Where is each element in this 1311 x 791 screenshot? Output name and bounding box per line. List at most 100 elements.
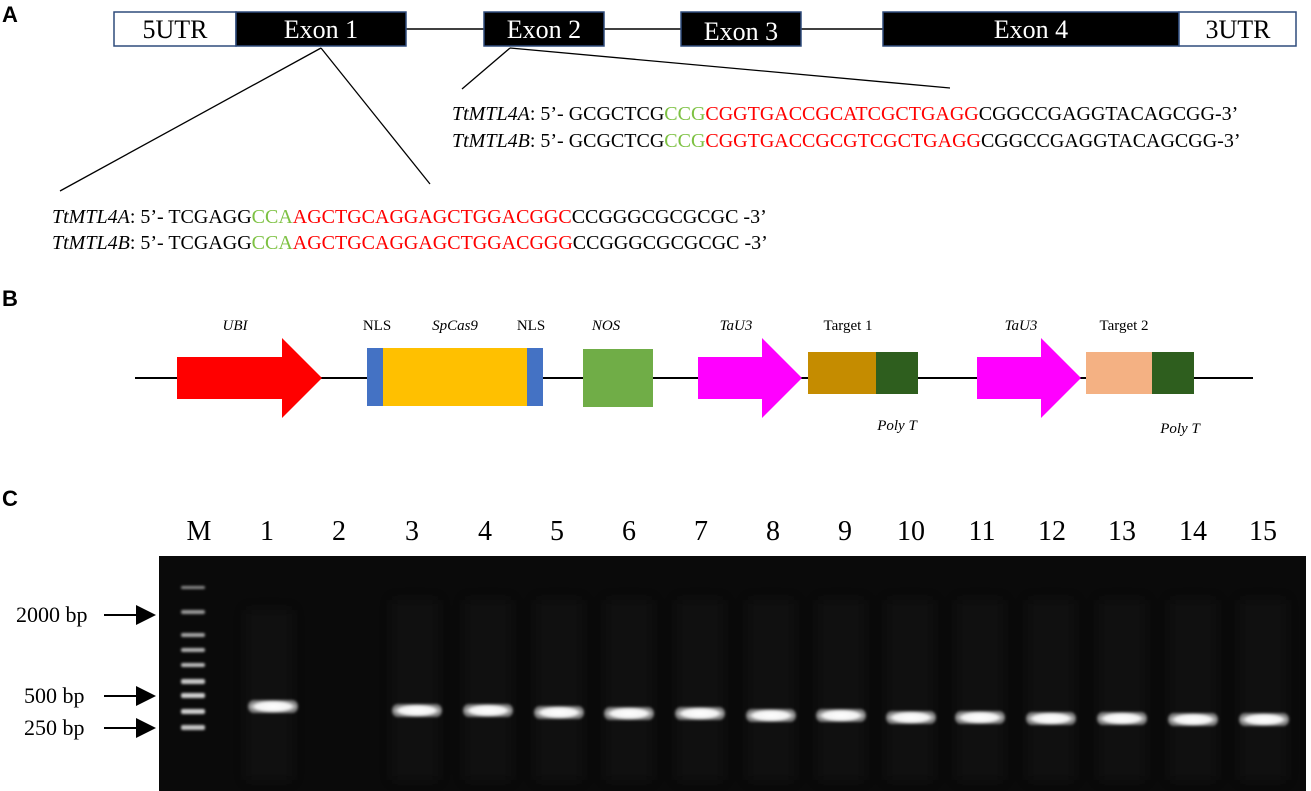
exon2-box: Exon 2 [483, 11, 605, 47]
gel-band-lane-1 [248, 700, 298, 713]
nls-right-block [527, 348, 543, 406]
ladder-band [181, 586, 205, 589]
target2-seq-b: TtMTL4B: 5’- GCGCTCGCCGCGGTGACCGCGTCGCTG… [452, 130, 1240, 152]
lane-label-5: 5 [550, 516, 564, 547]
gene-name: TtMTL4B [52, 232, 130, 254]
exon1-label: Exon 1 [284, 15, 358, 44]
sample-bands [248, 700, 1289, 726]
ladder-bands [181, 586, 205, 730]
utr3-box: 3UTR [1178, 11, 1297, 47]
exon4-box: Exon 4 [882, 11, 1180, 47]
lane-label-3: 3 [405, 516, 419, 547]
seq-suffix: CCGGGCGCGCGC -3’ [573, 232, 768, 254]
lane-label-2: 2 [332, 516, 346, 547]
lane-labels: M 1 2 3 4 5 6 7 8 9 10 11 12 13 14 15 [187, 516, 1277, 547]
ladder-band [181, 709, 205, 714]
marker-label-500: 500 bp [24, 683, 85, 708]
panel-letter-a: A [2, 2, 18, 27]
zoom-line-exon2-left [461, 47, 511, 90]
lane-label-11: 11 [969, 516, 996, 547]
panel-letter-b: B [2, 286, 18, 311]
gel-band-lane-13 [1097, 712, 1147, 725]
lane-label-12: 12 [1038, 516, 1066, 547]
gel-image [159, 556, 1306, 791]
ladder-band [181, 663, 205, 667]
seq-suffix: CGGCCGAGGTACAGCGG-3’ [979, 103, 1239, 125]
size-marker-500: 500 bp [24, 683, 156, 708]
ladder-band [181, 679, 205, 684]
lane-label-13: 13 [1108, 516, 1136, 547]
tau3-label-2: TaU3 [1005, 318, 1038, 334]
marker-label-2000: 2000 bp [16, 602, 88, 627]
lane-label-1: 1 [260, 516, 274, 547]
nos-label: NOS [591, 318, 621, 334]
target2-block [1086, 352, 1152, 394]
marker-label-250: 250 bp [24, 715, 85, 740]
exon1-box: Exon 1 [235, 11, 407, 47]
size-marker-2000: 2000 bp [16, 602, 156, 627]
ubi-promoter-arrow [177, 338, 322, 418]
gel-band-lane-3 [392, 704, 442, 717]
target-seq: AGCTGCAGGAGCTGGACGGC [293, 206, 572, 228]
target-seq: CGGTGACCGCGTCGCTGAGG [705, 130, 981, 152]
seq-prefix: : 5’- GCGCTCG [530, 130, 664, 152]
panel-letter-c: C [2, 486, 18, 511]
gel-band-lane-6 [604, 707, 654, 720]
target2-seq-a: TtMTL4A: 5’- GCGCTCGCCGCGGTGACCGCATCGCTG… [452, 103, 1238, 125]
gel-band-lane-10 [886, 711, 936, 724]
gel-band-lane-11 [955, 711, 1005, 724]
target2-label: Target 2 [1099, 318, 1148, 334]
pam-seq: CCA [252, 206, 294, 228]
lane-label-4: 4 [478, 516, 492, 547]
lane-label-10: 10 [897, 516, 925, 547]
nos-terminator-block [583, 349, 653, 407]
exon4-label: Exon 4 [994, 15, 1068, 44]
polyt-block-1 [876, 352, 918, 394]
lane-label-7: 7 [694, 516, 708, 547]
nls-left-label: NLS [363, 318, 391, 334]
target1-block [808, 352, 876, 394]
seq-prefix: : 5’- GCGCTCG [530, 103, 664, 125]
nls-right-label: NLS [517, 318, 545, 334]
exon2-label: Exon 2 [507, 15, 581, 44]
gel-band-lane-9 [816, 709, 866, 722]
gel-band-lane-4 [463, 704, 513, 717]
pam-seq: CCG [664, 130, 705, 152]
gene-name: TtMTL4A [52, 206, 131, 228]
lane-label-14: 14 [1179, 516, 1207, 547]
exon3-label: Exon 3 [704, 17, 778, 46]
utr5-box: 5UTR [113, 11, 237, 47]
ladder-band [181, 648, 205, 652]
tau3-promoter-arrow-1 [698, 338, 802, 418]
polyt-label-1: Poly T [876, 418, 918, 434]
nls-left-block [367, 348, 383, 406]
zoom-line-exon2-right [509, 47, 951, 89]
lane-label-9: 9 [838, 516, 852, 547]
gel-band-lane-7 [675, 707, 725, 720]
target1-seq-a: TtMTL4A: 5’- TCGAGGCCAAGCTGCAGGAGCTGGACG… [52, 206, 767, 228]
pam-seq: CCG [664, 103, 705, 125]
target-seq: CGGTGACCGCATCGCTGAGG [705, 103, 978, 125]
gel-band-lane-12 [1026, 712, 1076, 725]
exon3-box: Exon 3 [680, 11, 802, 47]
target-seq: AGCTGCAGGAGCTGGACGGG [293, 232, 573, 254]
gel-band-lane-5 [534, 706, 584, 719]
zoom-line-exon1-right [320, 47, 431, 185]
tau3-promoter-arrow-2 [977, 338, 1081, 418]
ubi-label: UBI [223, 318, 249, 334]
seq-prefix: : 5’- TCGAGG [130, 206, 252, 228]
target1-label: Target 1 [823, 318, 872, 334]
target1-seq-b: TtMTL4B: 5’- TCGAGGCCAAGCTGCAGGAGCTGGACG… [52, 232, 768, 254]
gel-band-lane-15 [1239, 713, 1289, 726]
gene-name: TtMTL4B [452, 130, 530, 152]
polyt-label-2: Poly T [1159, 421, 1201, 437]
ladder-band [181, 725, 205, 730]
size-marker-250: 250 bp [24, 715, 156, 740]
ladder-band [181, 633, 205, 637]
lane-label-6: 6 [622, 516, 636, 547]
gene-name: TtMTL4A [452, 103, 531, 125]
zoom-line-exon1-left [59, 47, 322, 192]
utr3-label: 3UTR [1206, 15, 1272, 44]
tau3-label-1: TaU3 [720, 318, 753, 334]
